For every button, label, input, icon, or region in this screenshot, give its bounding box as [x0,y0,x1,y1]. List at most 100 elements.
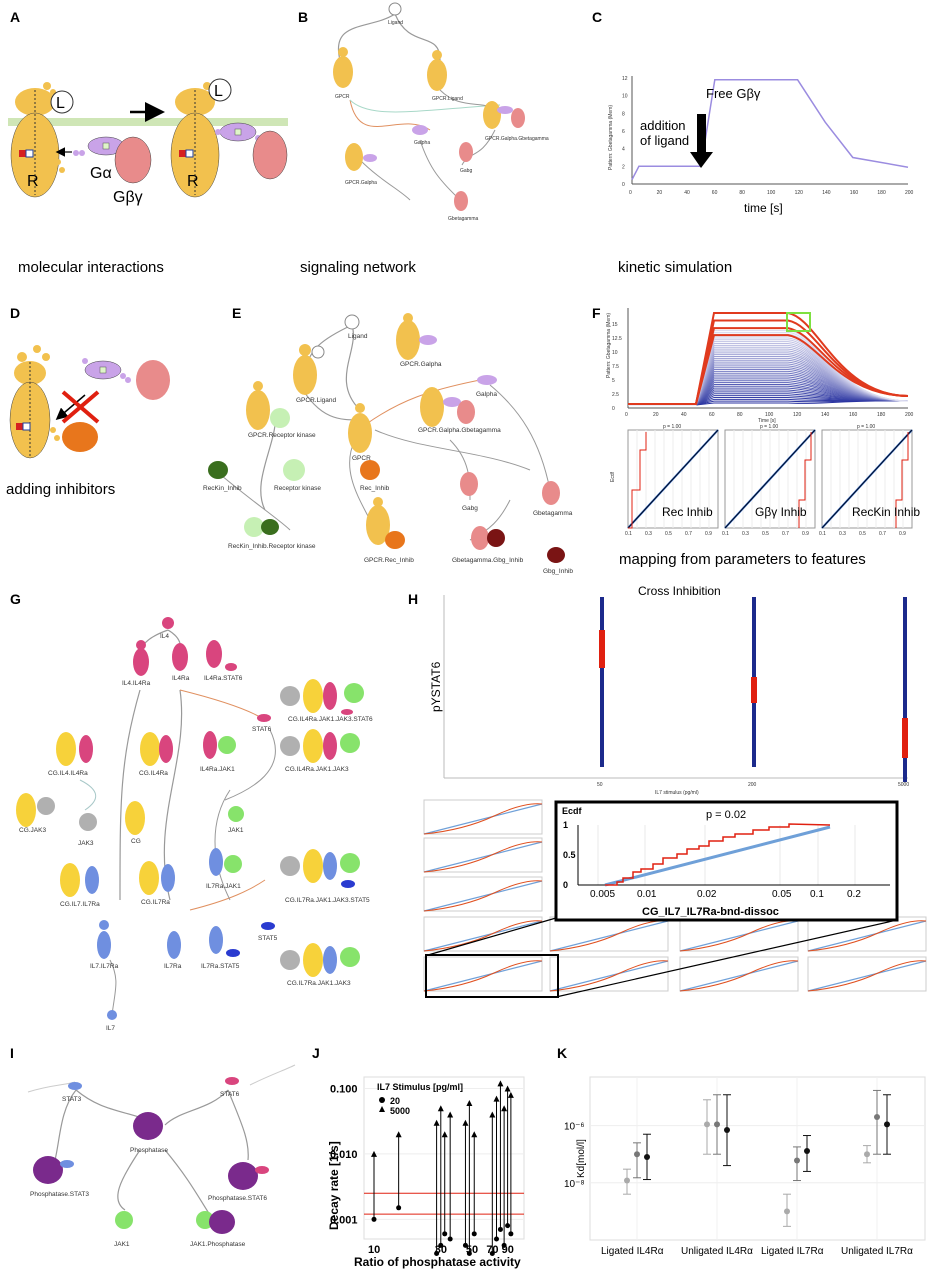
f-x-tick: 140 [821,412,830,418]
g-node-cg-il7ra-jak1-jak3-stat5: CG.IL7Ra.JAK1.JAK3.STAT5 [285,897,370,904]
f-ecdf-x-tick: 0.1 [722,531,729,537]
c-y-tick: 2 [622,164,625,170]
f-ecdf-x-tick: 0.3 [645,531,652,537]
f-ecdf-x-tick: 0.7 [879,531,886,537]
j-legend-5000: 5000 [390,1106,410,1116]
f-ecdf-red-step [895,432,909,528]
panel-label-h: H [408,591,418,607]
h-stim-50: 50 [597,782,603,788]
h-ecdf-red [423,841,543,873]
j-point-20 [371,1216,377,1222]
h-ecdf-red [423,920,543,952]
signaling-network-diagram-e: Ligand GPCR.Ligand GPCR.Galpha GPCR.Rece… [203,313,573,575]
i-node-stat6: STAT6 [220,1091,240,1098]
caption-a: molecular interactions [18,259,164,276]
h-ecdf-blue [679,960,799,992]
j-point-5000 [489,1111,496,1118]
g-node-il4ra: IL4Ra [172,675,190,682]
panel-label-d: D [10,305,20,321]
molecular-interactions-diagram: L R Gα Gβγ L R [8,78,288,206]
f-x-tick: 180 [877,412,886,418]
k-x-tick: Unligated IL7Rα [841,1246,913,1257]
f-y-tick: 10 [612,350,618,356]
h-ecdf-red [423,960,543,992]
h-ecdf-blue [423,960,543,992]
h-inset-y-tick: 0.5 [563,850,576,860]
g-node-cg-il4ra: CG.IL4Ra [139,770,168,777]
f-x-tick: 60 [709,412,715,418]
f-y-tick: 15 [612,322,618,328]
f-ecdf-x-tick: 0.1 [625,531,632,537]
f-x-tick: 80 [737,412,743,418]
cross-inhibition-chart: Cross Inhibition pYSTAT6 50 200 5000 IL7… [423,584,927,998]
inhibitor-diagram [9,345,170,459]
k-point [864,1151,870,1158]
g-node-cg-il7-il7ra: CG.IL7.IL7Ra [60,901,100,908]
j-point-5000 [441,1131,448,1138]
j-y-label: Decay rate [1/s] [327,1141,341,1230]
k-point [884,1121,890,1128]
f-ecdf-x-tick: 0.9 [899,531,906,537]
receptor-label: R [27,173,39,190]
g-node-cg-il7ra: CG.IL7Ra [141,899,170,906]
f-ecdf-ref [821,429,913,529]
g-node-il4-il4ra: IL4.IL4Ra [122,680,151,687]
k-point [874,1114,880,1121]
h-ecdf-blue [807,920,927,952]
k-y-tick: 10⁻⁸ [564,1179,585,1190]
h-title: Cross Inhibition [638,584,721,598]
f-ecdf-p-value: p = 1.00 [663,424,681,430]
b-node-gbetagamma: Gbetagamma [448,216,479,222]
h-inset-x-tick: 0.005 [590,889,615,900]
j-point-20 [494,1236,500,1242]
b-node-ligand: Ligand [388,20,403,26]
j-point-20 [466,1251,472,1257]
j-point-20 [447,1236,453,1242]
k-y-label: Kd[mol/l] [576,1139,587,1178]
f-ecdf-p-value: p = 1.00 [760,424,778,430]
c-addition-annotation: addition [640,118,686,133]
c-y-tick: 0 [622,182,625,188]
c-series-line [631,79,909,180]
i-node-phosphatase-stat3: Phosphatase.STAT3 [30,1191,89,1198]
j-point-5000 [462,1119,469,1126]
c-x-tick: 80 [739,190,745,196]
h-ecdf-blue [423,880,543,912]
h-inset-x-tick: 0.2 [847,889,861,900]
f-ecdf-red-step [798,432,812,528]
panel-label-j: J [312,1045,320,1061]
g-node-cg-il7ra-jak1-jak3: CG.IL7Ra.JAK1.JAK3 [287,980,351,987]
j-legend-20: 20 [390,1096,400,1106]
f-ecdf-x-tick: 0.9 [705,531,712,537]
f-ecdf-ref [627,429,719,529]
e-node-ligand: Ligand [348,333,368,340]
k-point [724,1127,730,1134]
e-node-reckin-inhib: RecKin_Inhib [203,485,242,492]
panel-label-b: B [298,9,308,25]
f-x-tick: 160 [849,412,858,418]
g-node-stat5: STAT5 [258,935,278,942]
g-node-il4ra-jak1: IL4Ra.JAK1 [200,766,235,773]
caption-f: mapping from parameters to features [619,551,866,568]
h-stim-200: 200 [748,782,757,788]
g-node-cg-il4ra-jak1-jak3-stat6: CG.IL4Ra.JAK1.JAK3.STAT6 [288,716,373,723]
h-ecdf-red [807,960,927,992]
g-node-jak1: JAK1 [228,827,244,834]
k-point [784,1208,790,1215]
h-ecdf-red [423,880,543,912]
g-node-il7ra-jak1: IL7Ra.JAK1 [206,883,241,890]
g-node-stat6: STAT6 [252,726,272,733]
f-x-tick: 120 [793,412,802,418]
c-x-tick: 180 [877,190,886,196]
c-x-tick: 100 [767,190,776,196]
j-y-tick: 0.001 [330,1214,358,1226]
k-y-tick: 10⁻⁶ [564,1122,585,1133]
c-y-tick: 8 [622,111,625,117]
c-y-tick: 6 [622,129,625,135]
j-point-20 [438,1242,444,1248]
f-x-label: Time [s] [758,418,776,424]
